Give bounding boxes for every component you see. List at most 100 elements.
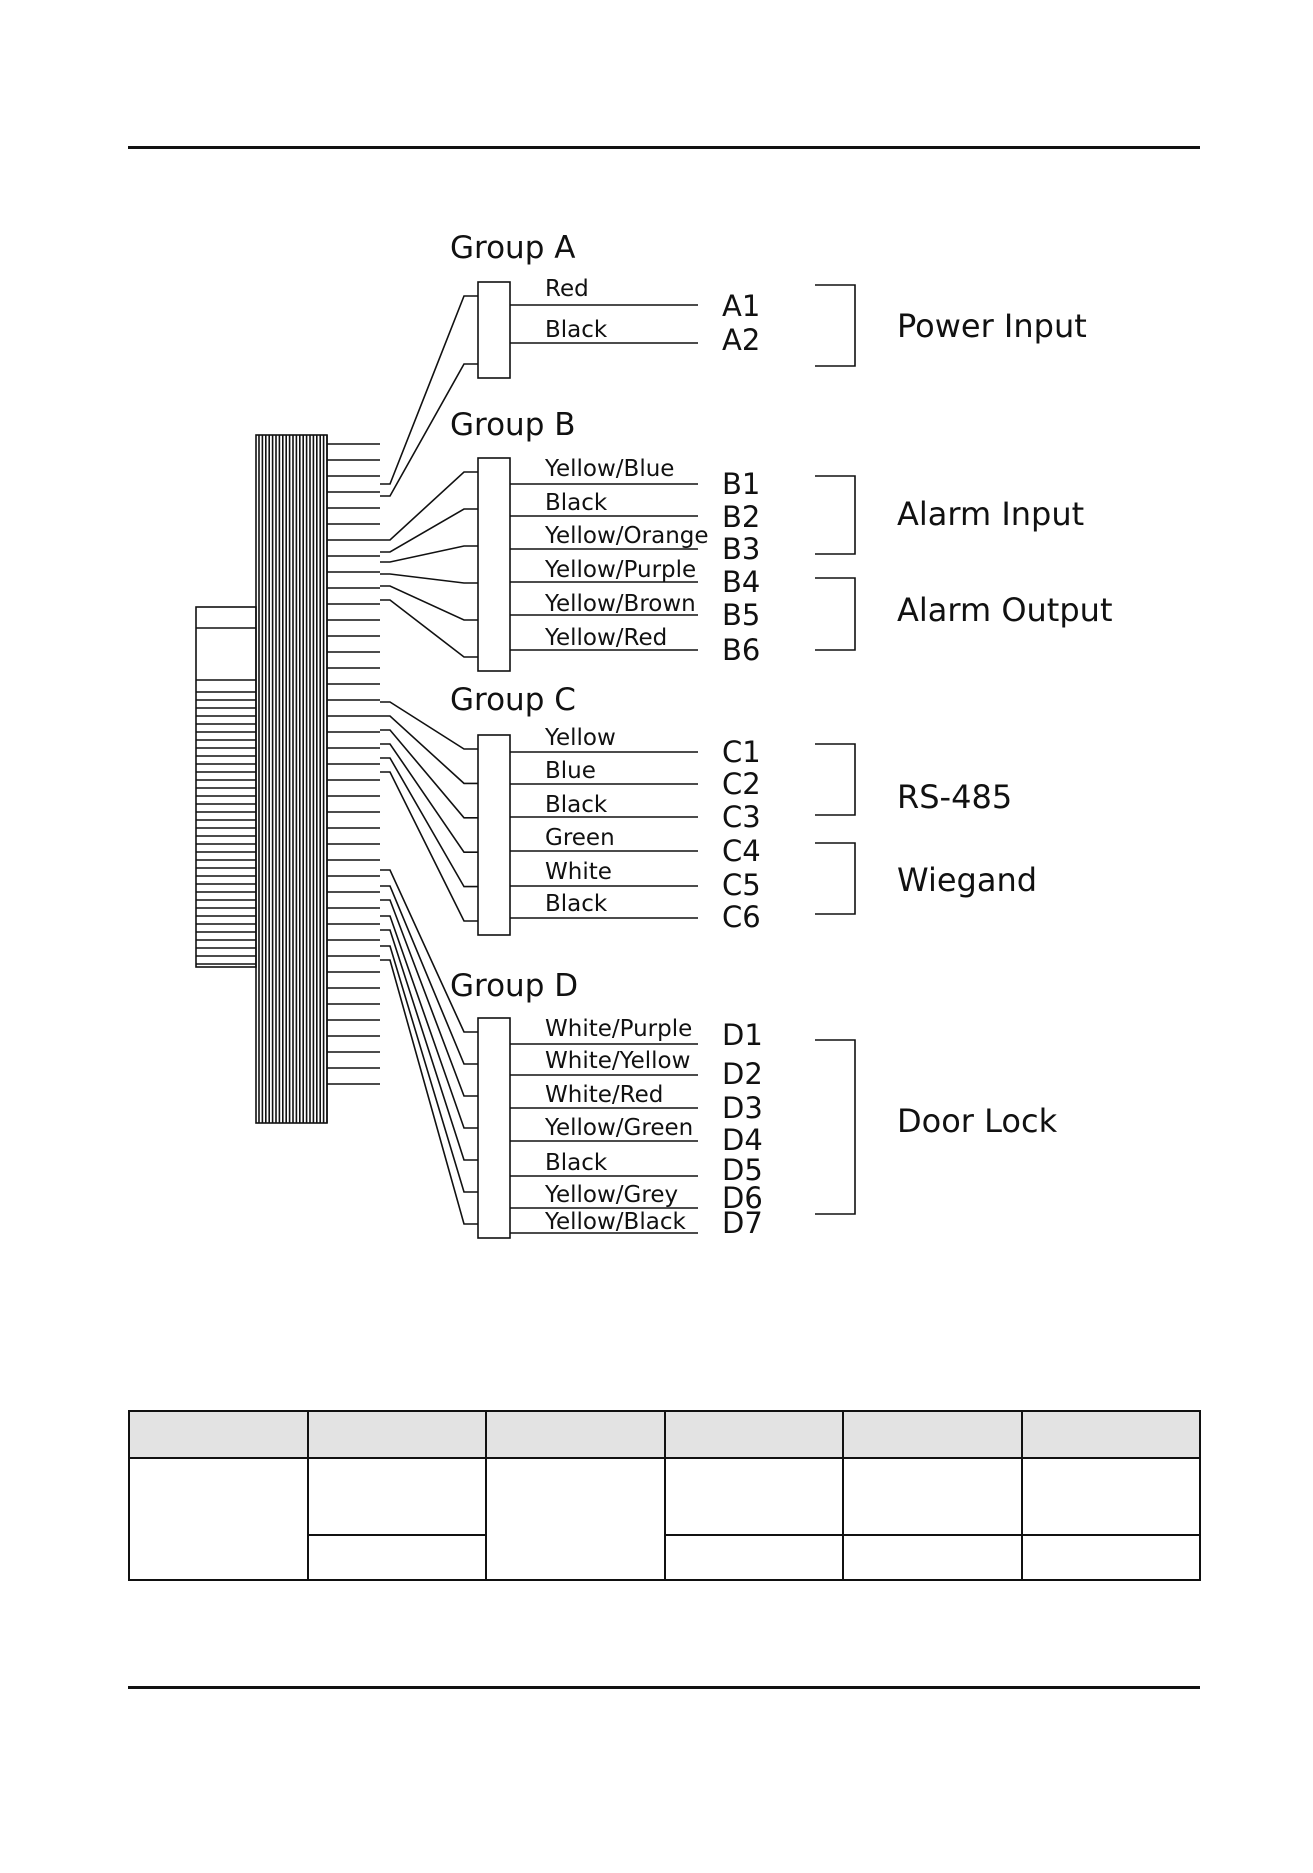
fan-wire [380, 508, 478, 553]
fan-wire [380, 729, 478, 819]
pin-label: B1 [722, 467, 760, 501]
fan-wire [380, 363, 478, 497]
function-label: Alarm Output [897, 591, 1112, 629]
bracket [815, 842, 856, 915]
wire-color-label: Black [545, 1150, 608, 1176]
wire-bundle [327, 443, 380, 1085]
pin-label: B2 [722, 500, 760, 534]
pin-label: C3 [722, 800, 761, 834]
wire-color-label: Green [545, 825, 615, 851]
pin-label: D1 [722, 1018, 763, 1052]
bracket [815, 1039, 856, 1215]
wire-color-label: White/Red [545, 1082, 663, 1108]
terminal-block [477, 1017, 511, 1239]
function-label: RS-485 [897, 778, 1012, 816]
wire-color-label: Black [545, 317, 608, 343]
function-wiegand: Wiegand [815, 842, 1037, 915]
wire-color-label: Yellow/Brown [544, 591, 696, 617]
fan-wire [380, 573, 478, 584]
wire-color-label: Black [545, 792, 608, 818]
pin-label: D5 [722, 1153, 763, 1187]
wire-color-label: Yellow [544, 725, 616, 751]
table-cell [842, 1457, 1023, 1536]
fan-wire [380, 915, 478, 1129]
function-label: Door Lock [897, 1102, 1058, 1140]
pin-label: C1 [722, 735, 761, 769]
pin-label: D4 [722, 1123, 763, 1157]
table-header-cell [663, 1410, 844, 1459]
bracket [815, 743, 856, 816]
fan-wire [380, 771, 478, 922]
table-cell [1020, 1534, 1201, 1581]
pin-label: B6 [722, 633, 760, 667]
fan-wire [380, 929, 478, 1161]
table-cell [1020, 1457, 1201, 1536]
fan-wire [380, 585, 478, 621]
wire-color-label: White [545, 859, 612, 885]
pin-label: D3 [722, 1091, 763, 1125]
wire-color-label: Black [545, 490, 608, 516]
wire-color-label: Red [545, 276, 589, 302]
wire-color-label: Blue [545, 758, 596, 784]
table-cell [663, 1457, 844, 1536]
table-header-cell [128, 1410, 309, 1459]
spec-table [128, 1410, 1201, 1581]
table-header-cell [485, 1410, 666, 1459]
table-row [128, 1457, 1201, 1581]
wire-color-label: Yellow/Red [544, 625, 667, 651]
group-title: Group D [450, 968, 578, 1004]
fan-wire [380, 899, 478, 1097]
table-header-cell [306, 1410, 487, 1459]
fan-wire [380, 757, 478, 888]
main-connector [195, 434, 328, 1124]
function-label: Wiegand [897, 861, 1037, 899]
table-cell [663, 1534, 844, 1581]
fan-wire [380, 869, 478, 1033]
pin-label: A1 [722, 289, 760, 323]
wire-color-label: Black [545, 891, 608, 917]
pin-label: C2 [722, 767, 761, 801]
table-cell [306, 1457, 487, 1536]
function-label: Alarm Input [897, 495, 1084, 533]
table-cell [128, 1457, 309, 1581]
terminal-block [477, 457, 511, 672]
function-door-lock: Door Lock [815, 1039, 1058, 1215]
group-title: Group B [450, 407, 576, 443]
table-row [129, 1534, 1201, 1581]
pin-label: D6 [722, 1181, 763, 1215]
table-cell [485, 1457, 666, 1581]
function-power-input: Power Input [815, 284, 1087, 367]
function-rs-485: RS-485 [815, 743, 1012, 816]
footer-rule [128, 1686, 1200, 1689]
fan-wire [380, 743, 478, 854]
group-title: Group A [450, 230, 575, 266]
function-label: Power Input [897, 307, 1087, 345]
wire-color-label: White/Yellow [545, 1048, 690, 1074]
table-cell [306, 1534, 487, 1581]
table-header-cell [1020, 1410, 1201, 1459]
fan-wire [380, 945, 478, 1193]
pin-label: C6 [722, 900, 761, 934]
table-cell [842, 1534, 1023, 1581]
pin-label: B5 [722, 598, 760, 632]
header-rule [128, 146, 1200, 149]
wire-color-label: Yellow/Black [544, 1209, 686, 1235]
fan-wire [380, 545, 478, 563]
group-title: Group C [450, 682, 576, 718]
function-alarm-input: Alarm Input [815, 475, 1084, 555]
pin-label: C4 [722, 834, 761, 868]
bracket [815, 284, 856, 367]
pin-label: C5 [722, 868, 761, 902]
table-header-row [128, 1410, 1201, 1459]
pin-label: B3 [722, 532, 760, 566]
fan-wire [380, 295, 478, 485]
pin-label: B4 [722, 565, 760, 599]
function-alarm-output: Alarm Output [815, 577, 1112, 651]
terminal-block [477, 734, 511, 936]
